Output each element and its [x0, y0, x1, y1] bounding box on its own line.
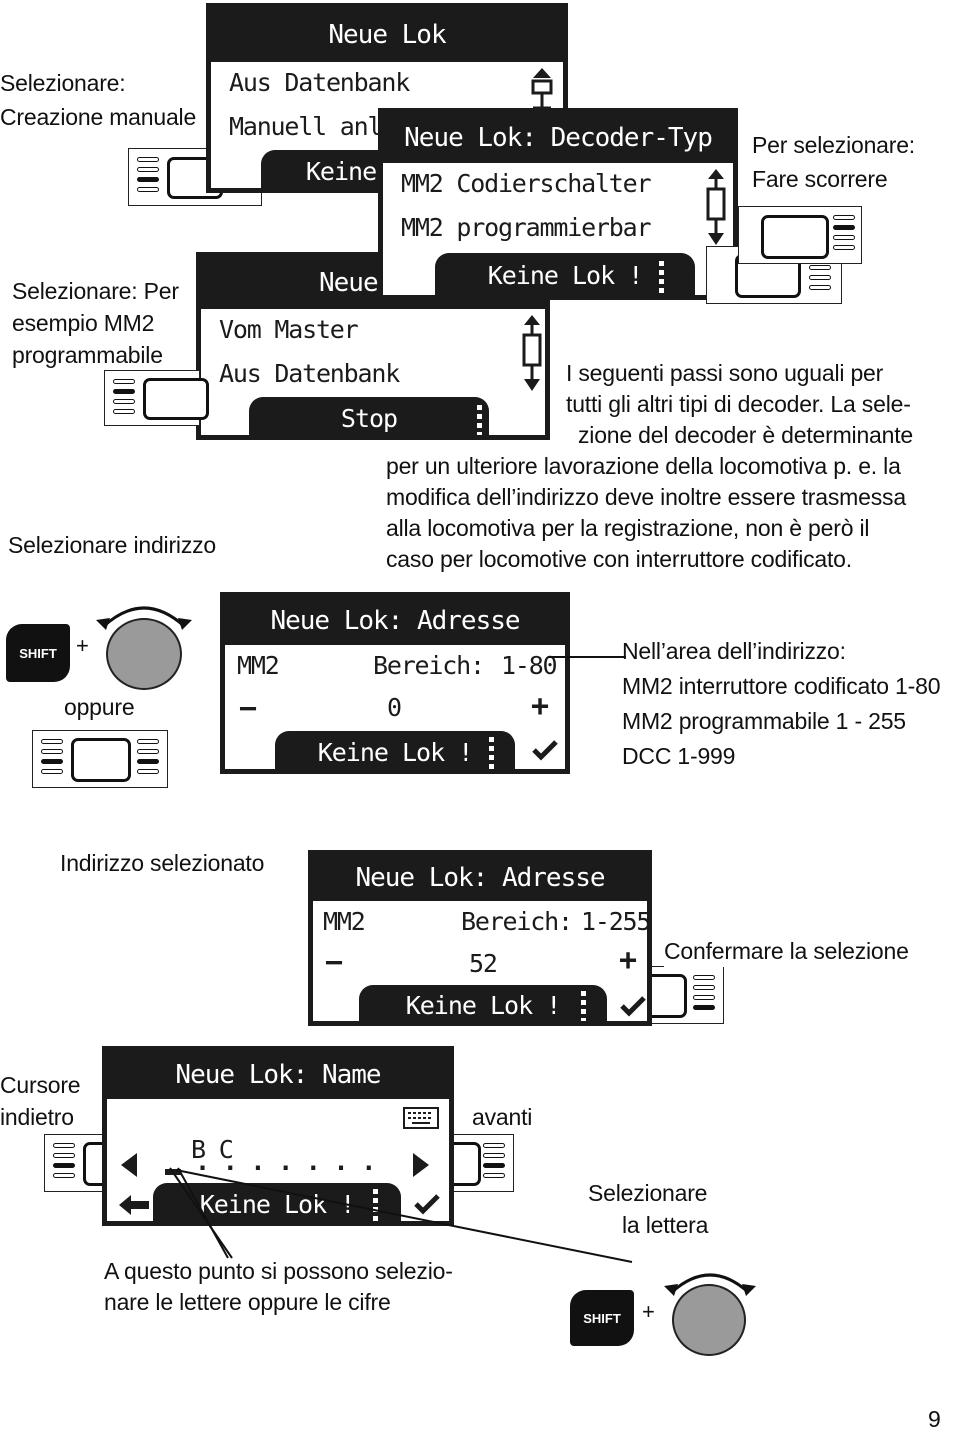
screen-title: Neue Lok: Adresse: [225, 597, 565, 645]
steps-text-line: alla locomotiva per la registrazione, no…: [386, 515, 870, 541]
check-icon[interactable]: [531, 739, 559, 761]
control-panel-icon[interactable]: [738, 206, 862, 264]
screen-title: Neue Lok: Name: [107, 1051, 449, 1099]
screen-title: Neue Lok: [211, 8, 563, 62]
menu-item-mm2-codierschalter[interactable]: MM2 Codierschalter: [401, 169, 652, 198]
back-arrow-icon[interactable]: [117, 1193, 151, 1217]
menu-item-aus-datenbank[interactable]: Aus Datenbank: [219, 359, 400, 388]
keyboard-icon: [403, 1107, 439, 1129]
label-select-example-1: Selezionare: Per: [12, 278, 179, 304]
range-label: Bereich:: [461, 907, 573, 936]
minus-button[interactable]: −: [325, 945, 343, 980]
label-select-manual-1: Selezionare:: [0, 70, 126, 96]
scroll-icon: [706, 169, 726, 245]
steps-text-line: I seguenti passi sono uguali per: [566, 360, 884, 386]
label-select-example-2: esempio MM2: [12, 310, 155, 336]
letters-note-line: nare le lettere oppure le cifre: [104, 1289, 391, 1315]
screen-adresse-1: Neue Lok: Adresse MM2 Bereich: 1-80 − 0 …: [220, 592, 570, 774]
decoder-type: MM2: [323, 907, 366, 936]
address-area-line: Nell’area dell’indirizzo:: [622, 638, 846, 664]
control-panel-icon[interactable]: [104, 370, 209, 426]
screen-adresse-2: Neue Lok: Adresse MM2 Bereich: 1-255 − 5…: [308, 850, 652, 1026]
label-select-example-3: programmabile: [12, 342, 163, 368]
name-placeholder-dots: . . . . . . .: [195, 1147, 376, 1176]
range-value: 1-255: [581, 907, 651, 936]
screen-decoder-typ: Neue Lok: Decoder-Typ MM2 Codierschalter…: [378, 108, 738, 300]
screen-footer: Keine Lok !: [153, 1183, 401, 1221]
label-select-letter-2: la lettera: [622, 1212, 709, 1238]
screen-footer: Keine Lok !: [359, 985, 607, 1021]
steps-text-line: caso per locomotive con interruttore cod…: [386, 546, 852, 572]
steps-text-line: modifica dell’indirizzo deve inoltre ess…: [386, 484, 906, 510]
steps-text-line: per un ulteriore lavorazione della locom…: [386, 453, 901, 479]
shift-key[interactable]: SHIFT: [6, 624, 70, 682]
address-value: 52: [469, 949, 498, 978]
address-value: 0: [387, 693, 402, 722]
plus-button[interactable]: +: [531, 689, 549, 724]
check-icon[interactable]: [619, 995, 647, 1017]
steps-text-line: zione del decoder è determinante: [578, 422, 913, 448]
label-per-select-1: Per selezionare:: [752, 132, 915, 158]
decoder-type: MM2: [237, 651, 280, 680]
address-area-line: DCC 1-999: [622, 743, 736, 769]
range-label: Bereich:: [373, 651, 485, 680]
label-forward: avanti: [472, 1104, 533, 1130]
rotate-arrow-icon: [664, 1273, 756, 1296]
plus-sign: +: [76, 633, 89, 658]
screen-name: Neue Lok: Name B C . . . . . . . Keine L…: [102, 1046, 454, 1226]
label-cursor-back-1: Cursore: [0, 1072, 81, 1098]
letters: B C: [191, 1135, 234, 1164]
rotary-knob[interactable]: [106, 618, 182, 690]
address-area-line: MM2 interruttore codificato 1-80: [622, 673, 941, 699]
menu-item-mm2-programmierbar[interactable]: MM2 programmierbar: [401, 213, 652, 242]
check-icon[interactable]: [413, 1193, 441, 1215]
screen-footer: Stop: [249, 397, 489, 435]
menu-item-aus-datenbank[interactable]: Aus Datenbank: [229, 68, 410, 97]
label-address-selected: Indirizzo selezionato: [60, 850, 265, 876]
label-confirm-selection: Confermare la selezione: [664, 936, 909, 967]
label-select-manual-2: Creazione manuale: [0, 104, 197, 130]
arrow-right-icon[interactable]: [411, 1151, 431, 1179]
label-select-letter-1: Selezionare: [588, 1180, 708, 1206]
address-area-line: MM2 programmabile 1 - 255: [622, 708, 906, 734]
screen-footer: Keine Lok !: [435, 253, 695, 295]
menu-item-vom-master[interactable]: Vom Master: [219, 315, 359, 344]
control-panel-icon[interactable]: [32, 730, 168, 788]
label-per-select-2: Fare scorrere: [752, 166, 888, 192]
range-value: 1-80: [501, 651, 558, 680]
screen-title: Neue Lok: Decoder-Typ: [383, 113, 733, 163]
letters-note-line: A questo punto si possono selezio-: [104, 1258, 453, 1284]
screen-title: Neue Lok: Adresse: [313, 855, 647, 901]
menu-item-manuell[interactable]: Manuell anle: [229, 112, 396, 141]
minus-button[interactable]: −: [239, 691, 257, 726]
label-select-address: Selezionare indirizzo: [8, 532, 217, 558]
screen-footer: Keine Lok !: [275, 731, 515, 769]
scroll-icon: [522, 315, 542, 391]
steps-text-line: tutti gli altri tipi di decoder. La sele…: [566, 391, 911, 417]
rotary-knob[interactable]: [672, 1284, 746, 1356]
page-number: 9: [928, 1406, 941, 1432]
shift-key[interactable]: SHIFT: [570, 1290, 634, 1346]
rotate-arrow-icon: [96, 606, 192, 630]
label-oppure: oppure: [64, 694, 135, 720]
arrow-left-icon[interactable]: [119, 1151, 139, 1179]
label-cursor-back-2: indietro: [0, 1104, 74, 1130]
plus-sign: +: [642, 1299, 655, 1324]
plus-button[interactable]: +: [619, 943, 637, 978]
